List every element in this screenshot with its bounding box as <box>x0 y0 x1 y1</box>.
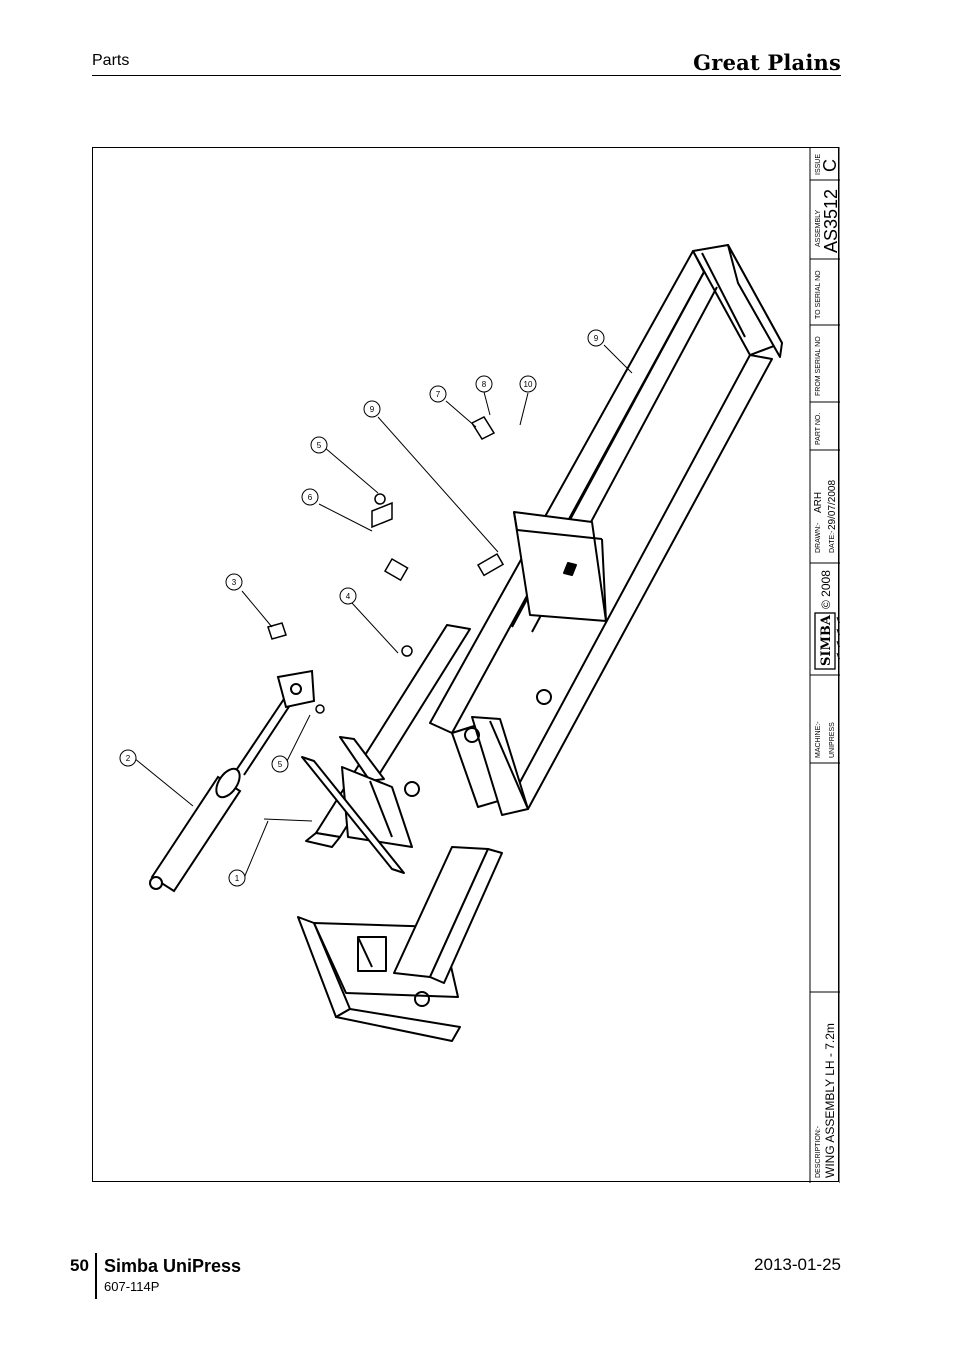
hydraulic-cylinder <box>149 669 316 893</box>
callout-9b: 9 <box>587 329 605 347</box>
callout-1: 1 <box>228 869 246 887</box>
header-rule <box>92 75 841 76</box>
callout-8-number: 8 <box>482 380 487 389</box>
drawing-frame <box>92 147 839 1182</box>
callout-5a: 5 <box>271 755 289 773</box>
callout-9a: 9 <box>363 400 381 418</box>
leader-lines <box>133 344 633 879</box>
callout-9a-number: 9 <box>370 405 375 414</box>
brand-logo-text: Great Plains <box>693 50 841 75</box>
callout-4-number: 4 <box>346 592 351 601</box>
product-name: Simba UniPress <box>104 1256 242 1276</box>
callout-4: 4 <box>339 587 357 605</box>
callout-3-number: 3 <box>232 578 237 587</box>
assembly-label: ASSEMBLY <box>815 209 822 247</box>
callout-5a-number: 5 <box>278 760 283 769</box>
date-label: DATE:- <box>829 530 836 553</box>
machine-label: MACHINE:- <box>815 721 822 758</box>
simba-logo: SIMBA <box>814 612 840 670</box>
callout-7-number: 7 <box>436 390 441 399</box>
date-value: 29/07/2008 <box>827 480 838 530</box>
callout-9b-number: 9 <box>594 334 599 343</box>
callout-6: 6 <box>301 488 319 506</box>
copyright-text: © 2008 <box>819 570 833 609</box>
callout-8: 8 <box>475 375 493 393</box>
callout-2-number: 2 <box>126 754 131 763</box>
footer-divider <box>95 1253 97 1299</box>
callout-6-number: 6 <box>308 493 313 502</box>
issue-value: C <box>820 159 840 172</box>
title-block <box>809 147 840 1183</box>
issue-label: ISSUE <box>815 154 822 175</box>
callout-3: 3 <box>225 573 243 591</box>
header-section-label: Parts <box>92 52 130 69</box>
callout-1-number: 1 <box>235 874 240 883</box>
drawn-value: ARH <box>813 492 824 513</box>
publication-date: 2013-01-25 <box>754 1255 841 1274</box>
simba-logo-text: SIMBA <box>819 614 834 666</box>
callout-10-number: 10 <box>524 380 533 389</box>
callout-10: 10 <box>519 375 537 393</box>
drawn-label: DRAWN:- <box>815 522 822 553</box>
from-serial-label: FROM SERIAL NO <box>815 336 822 396</box>
wing-frame-illustration <box>297 244 783 1042</box>
callout-7: 7 <box>429 385 447 403</box>
description-label: DESCRIPTION:- <box>815 1125 822 1178</box>
callout-5b-number: 5 <box>317 441 322 450</box>
to-serial-label: TO SERIAL NO <box>815 270 822 319</box>
machine-value: UNIPRESS <box>829 722 836 758</box>
callout-2: 2 <box>119 749 137 767</box>
page-number: 50 <box>70 1256 89 1275</box>
part-callouts: 1 2 3 4 5 5 6 7 8 9 9 10 <box>119 329 605 887</box>
parts-drawing: ISSUE C ASSEMBLY AS3512 TO SERIAL NO FRO… <box>119 147 840 1183</box>
assembly-value: AS3512 <box>821 189 840 253</box>
callout-5b: 5 <box>310 436 328 454</box>
small-components <box>267 416 505 714</box>
manual-part-number: 607-114P <box>104 1279 160 1294</box>
part-no-label: PART NO. <box>815 413 822 445</box>
description-value: WING ASSEMBLY LH - 7.2m <box>823 1023 837 1178</box>
